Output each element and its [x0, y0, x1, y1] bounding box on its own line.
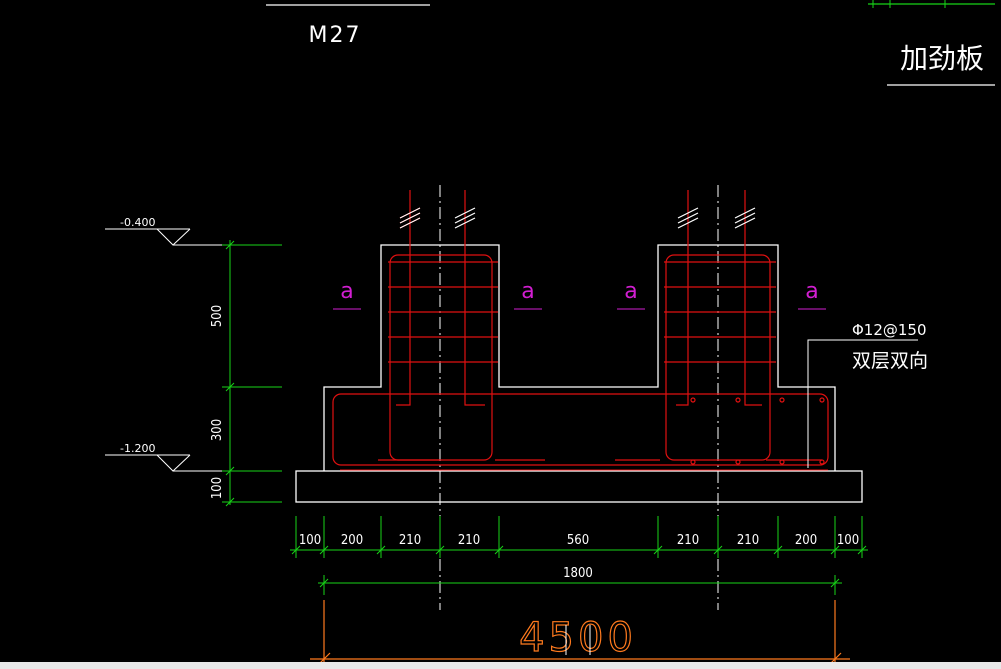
elevation-bottom-text: -1.200	[120, 442, 155, 455]
large-dimension	[310, 600, 850, 666]
dim-210: 210	[677, 533, 699, 548]
dim-210: 210	[458, 533, 480, 548]
bottom-strip	[0, 662, 1001, 669]
vertical-dimension-chain	[222, 240, 282, 507]
section-mark: a	[624, 279, 637, 304]
section-marks: a a a a	[333, 279, 826, 310]
rebar-group	[332, 190, 829, 471]
elevation-top-text: -0.400	[120, 216, 155, 229]
thread-tick	[399, 207, 421, 219]
dim-100-left: 100	[299, 533, 321, 548]
rebar-desc: 双层双向	[852, 350, 928, 372]
dim-overall-1800: 1800	[563, 566, 593, 581]
section-label: M27	[309, 23, 362, 48]
dim-200-left: 200	[341, 533, 363, 548]
section-mark: a	[805, 279, 818, 304]
dim-100-right: 100	[837, 533, 859, 548]
elevation-symbol-top: -0.400	[105, 216, 282, 246]
plate-label: 加劲板	[900, 42, 984, 75]
thread-tick	[399, 212, 421, 224]
rebar-spec: Φ12@150	[852, 321, 927, 339]
vertical-dim-500: 500	[210, 305, 225, 327]
foundation-outline	[295, 244, 863, 503]
dim-210: 210	[399, 533, 421, 548]
section-mark: a	[340, 279, 353, 304]
dim-560: 560	[567, 533, 589, 548]
dim-200-right: 200	[795, 533, 817, 548]
rebar-leader	[807, 339, 918, 468]
thread-tick	[399, 217, 421, 229]
elevation-symbol-bottom: -1.200	[105, 442, 282, 472]
vertical-dim-300: 300	[210, 419, 225, 441]
dim-large-4500: 4500	[519, 615, 637, 661]
vertical-dim-100: 100	[210, 477, 225, 499]
horizontal-dimension-chain	[290, 516, 868, 595]
section-mark: a	[521, 279, 534, 304]
dim-210: 210	[737, 533, 759, 548]
